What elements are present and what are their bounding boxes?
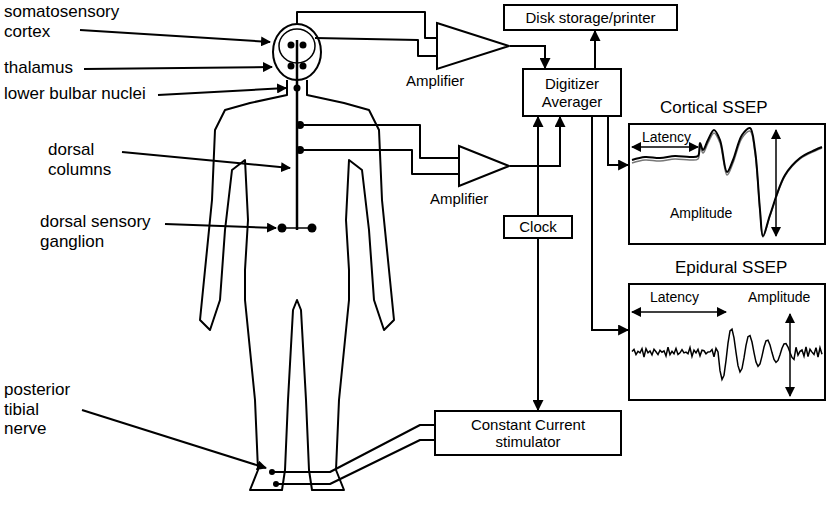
box-label: Constant Current stimulator [442, 416, 614, 451]
electrode-wire [297, 12, 436, 38]
electrode-dot [296, 146, 304, 154]
ganglion-dot [308, 224, 317, 233]
anatomy-label: thalamus [4, 58, 124, 78]
clock-box: Clock [503, 215, 573, 239]
storage-box: Disk storage/printer [503, 4, 678, 31]
signal-plot: Cortical SSEPLatencyAmplitude [628, 123, 826, 245]
drawing-part [632, 128, 822, 380]
cortical-trace [632, 131, 822, 237]
digitizer-box: Digitizer Averager [522, 68, 622, 117]
stimulus-electrode [269, 469, 275, 475]
anatomy-label: lower bulbar nuclei [4, 84, 174, 104]
axis-label: Latency [642, 129, 691, 145]
drawing-part [632, 130, 790, 396]
axis-label: Amplitude [670, 205, 732, 221]
anatomy-label: posterior tibial nerve [4, 380, 84, 439]
plot-title: Epidural SSEP [675, 258, 787, 278]
amplifier-symbol [436, 22, 510, 70]
amplifier-symbol [458, 145, 510, 187]
anatomy-label: dorsal sensory ganglion [40, 212, 190, 251]
axis-label: Amplitude [748, 289, 810, 305]
leader-arrow [80, 30, 270, 42]
amplifier-triangle: Amplifier [458, 145, 510, 187]
spinal-cord [296, 40, 299, 230]
signal-arrow [537, 239, 539, 410]
box-label: Disk storage/printer [525, 9, 655, 26]
electrode-dot [296, 121, 304, 129]
cortex-dot [300, 42, 307, 49]
epidural-trace [632, 329, 822, 379]
signal-arrow [594, 31, 596, 68]
electrode-wire [315, 38, 436, 56]
box-label: Clock [519, 218, 557, 235]
amplifier-triangle: Amplifier [436, 22, 510, 70]
signal-arrow [592, 117, 628, 330]
leader-arrow [122, 152, 290, 168]
latency-arrow [632, 311, 726, 313]
signal-arrow [510, 46, 545, 68]
signal-arrow [608, 117, 628, 165]
stimulus-electrode [273, 481, 279, 487]
stimulator-cable [276, 440, 434, 484]
box-label: Digitizer Averager [530, 75, 614, 110]
ganglion-dot [278, 224, 287, 233]
leader-arrow [165, 224, 276, 228]
leader-arrow [84, 67, 272, 69]
stimulator-cable [272, 425, 434, 472]
dots [269, 42, 317, 488]
signal-plot: Epidural SSEPLatencyAmplitude [628, 283, 826, 401]
amplitude-arrow [775, 130, 777, 236]
signal-arrow [510, 117, 560, 166]
leader-arrow [158, 88, 286, 95]
amplifier-symbol [437, 23, 509, 69]
electrode-wire [300, 150, 458, 174]
latency-arrow [632, 146, 698, 148]
signal-arrow [537, 117, 539, 215]
cortex-dot [288, 42, 295, 49]
plot-title: Cortical SSEP [660, 98, 768, 118]
axis-label: Latency [650, 289, 699, 305]
thalamus-dot [288, 63, 295, 70]
thalamus-dot [300, 63, 307, 70]
electrode-wire [300, 125, 458, 158]
stimulator-box: Constant Current stimulator [434, 410, 622, 456]
amplifier-label: Amplifier [406, 72, 464, 89]
leader-arrow [82, 410, 266, 468]
amplifier-label: Amplifier [430, 190, 488, 207]
amplifier-symbol [459, 146, 509, 186]
bulbar-dot [294, 85, 301, 92]
anatomy-label: dorsal columns [48, 140, 138, 179]
cortical-trace [632, 128, 822, 236]
anatomy-label: somatosensory cortex [4, 2, 154, 41]
